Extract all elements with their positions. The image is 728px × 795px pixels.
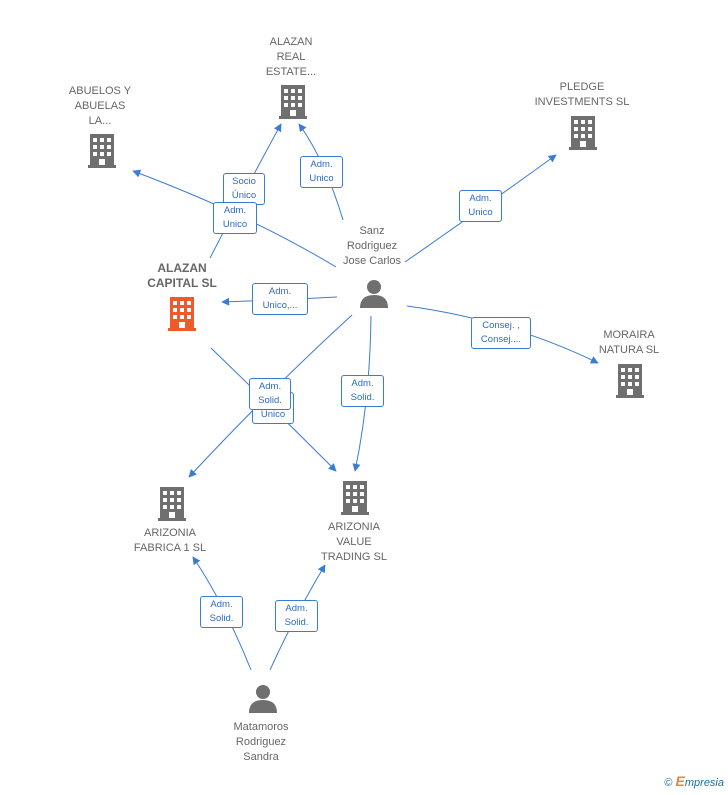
edge-label-adm-solid-value-mat[interactable]: Adm. Solid. <box>275 600 318 632</box>
edge-label-adm-solid-value-sanz[interactable]: Adm. Solid. <box>341 375 384 407</box>
edge-label-adm-solid-fabrica-mat[interactable]: Adm. Solid. <box>200 596 243 628</box>
node-label-moraira[interactable]: MORAIRA NATURA SL <box>598 329 660 356</box>
edge-label-adm-solid-fabrica[interactable]: Adm. Solid. <box>249 378 291 410</box>
node-label-matamoros[interactable]: Matamoros Rodriguez Sandra <box>233 721 289 763</box>
edge-label-adm-unico-real[interactable]: Adm. Unico <box>300 156 343 188</box>
node-label-abuelos[interactable]: ABUELOS Y ABUELAS LA... <box>68 85 132 127</box>
edge-label-socio-unico[interactable]: Socio Único <box>223 173 265 205</box>
edge-label-adm-unico-capital[interactable]: Adm. Unico,... <box>252 283 308 315</box>
edge-label-consej[interactable]: Consej. , Consej.... <box>471 317 531 349</box>
brand-initial: E <box>675 773 685 789</box>
brand-watermark: © Empresia <box>664 773 724 789</box>
building-icon-abuelos <box>88 134 116 168</box>
edge-label-adm-unico-pledge[interactable]: Adm. Unico <box>459 190 502 222</box>
building-icon-moraira <box>616 364 644 398</box>
building-icon-arizonia-value <box>341 481 369 515</box>
node-label-arizonia-fabrica[interactable]: ARIZONIA FABRICA 1 SL <box>133 527 207 554</box>
building-icon-alazan-capital <box>168 297 196 331</box>
building-icon-arizonia-fabrica <box>158 487 186 521</box>
node-label-alazan-real[interactable]: ALAZAN REAL ESTATE... <box>265 36 317 78</box>
node-label-arizonia-value[interactable]: ARIZONIA VALUE TRADING SL <box>320 521 388 563</box>
node-label-alazan-capital[interactable]: ALAZAN CAPITAL SL <box>147 261 217 290</box>
building-icon-alazan-real <box>279 85 307 119</box>
brand-name: mpresia <box>684 777 724 789</box>
copyright-symbol: © <box>664 777 673 789</box>
person-icon-sanz <box>360 280 388 308</box>
building-icon-pledge <box>569 116 597 150</box>
edge-label-adm-unico-abuelos[interactable]: Adm. Unico <box>213 202 257 234</box>
node-label-sanz[interactable]: Sanz Rodriguez Jose Carlos <box>342 225 402 267</box>
person-icon-matamoros <box>249 685 277 713</box>
node-label-pledge[interactable]: PLEDGE INVESTMENTS SL <box>534 81 630 108</box>
